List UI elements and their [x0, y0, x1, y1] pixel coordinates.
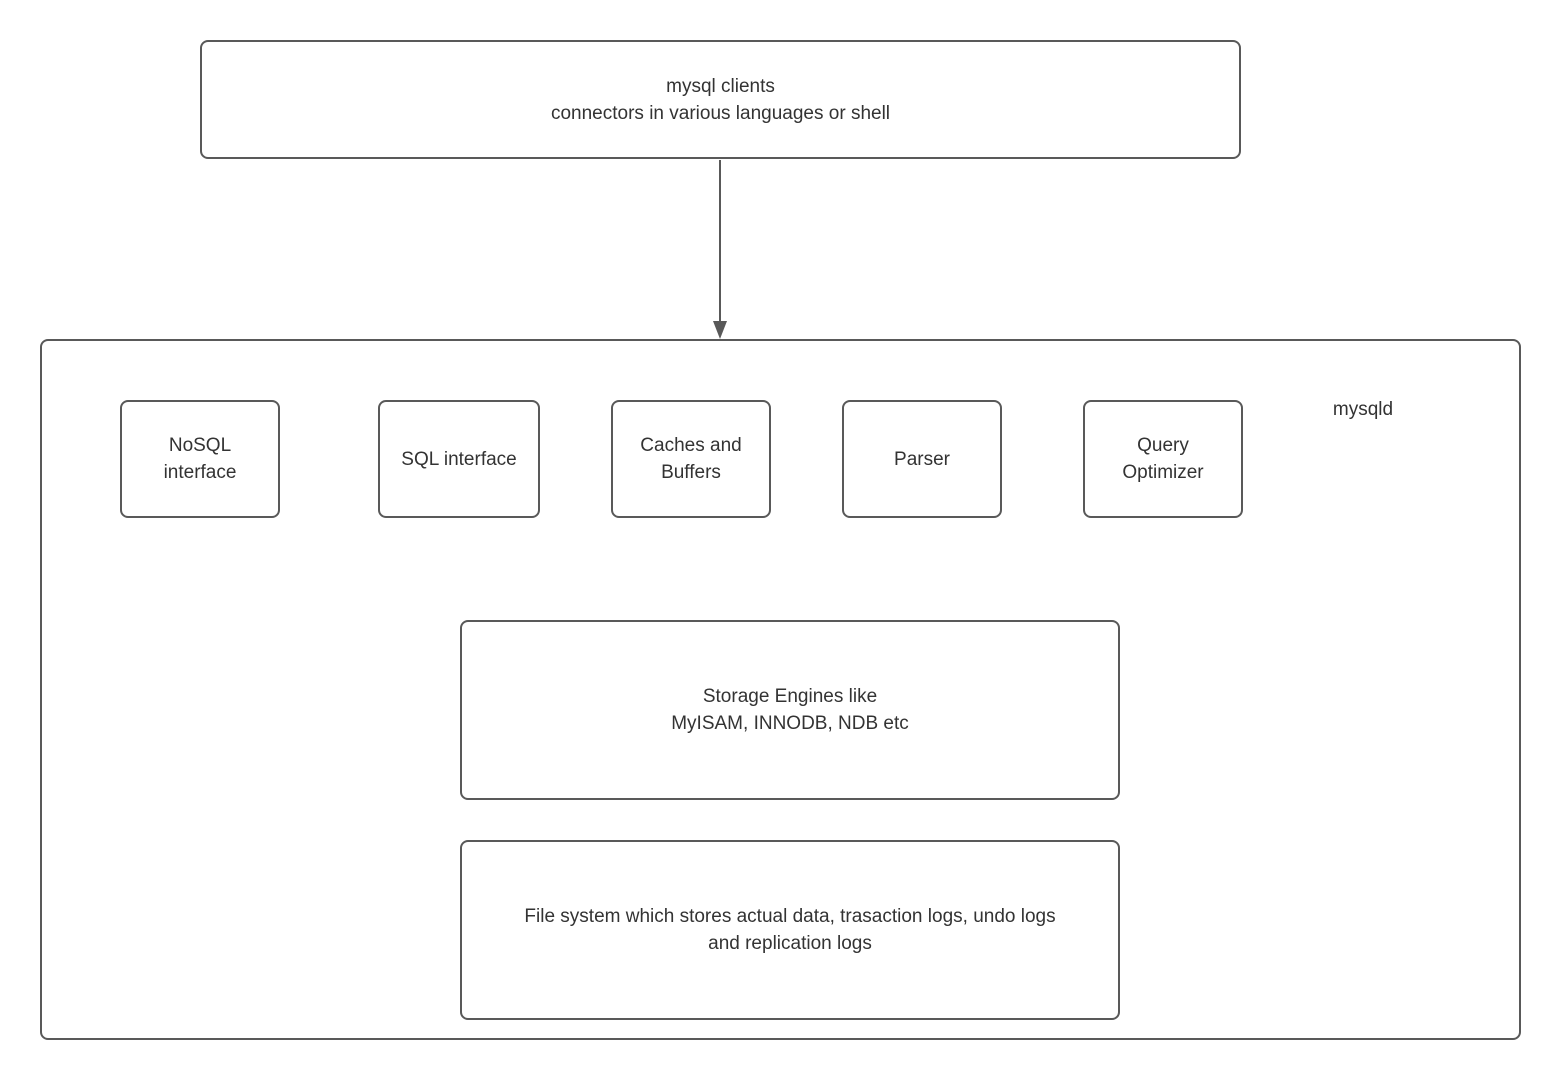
query-optimizer-node: Query Optimizer: [1083, 400, 1243, 518]
sql-interface-node: SQL interface: [378, 400, 540, 518]
mysql-clients-label: mysql clients connectors in various lang…: [550, 75, 891, 124]
storage-engines-label: Storage Engines like MyISAM, INNODB, NDB…: [671, 686, 909, 734]
parser-label: Parser: [894, 448, 950, 470]
sql-interface-label: SQL interface: [401, 448, 517, 470]
storage-engines-node: Storage Engines like MyISAM, INNODB, NDB…: [460, 620, 1120, 800]
mysqld-label: mysqld: [1332, 399, 1394, 420]
mysql-clients-node: mysql clients connectors in various lang…: [200, 40, 1241, 159]
clients-to-mysqld-arrow: [713, 160, 727, 339]
file-system-label: File system which stores actual data, tr…: [524, 906, 1056, 954]
parser-node: Parser: [842, 400, 1002, 518]
caches-buffers-node: Caches and Buffers: [611, 400, 771, 518]
caches-buffers-label: Caches and Buffers: [640, 435, 742, 483]
query-optimizer-label: Query Optimizer: [1122, 435, 1204, 483]
nosql-interface-node: NoSQL interface: [120, 400, 280, 518]
file-system-node: File system which stores actual data, tr…: [460, 840, 1120, 1020]
nosql-interface-label: NoSQL interface: [163, 435, 237, 483]
